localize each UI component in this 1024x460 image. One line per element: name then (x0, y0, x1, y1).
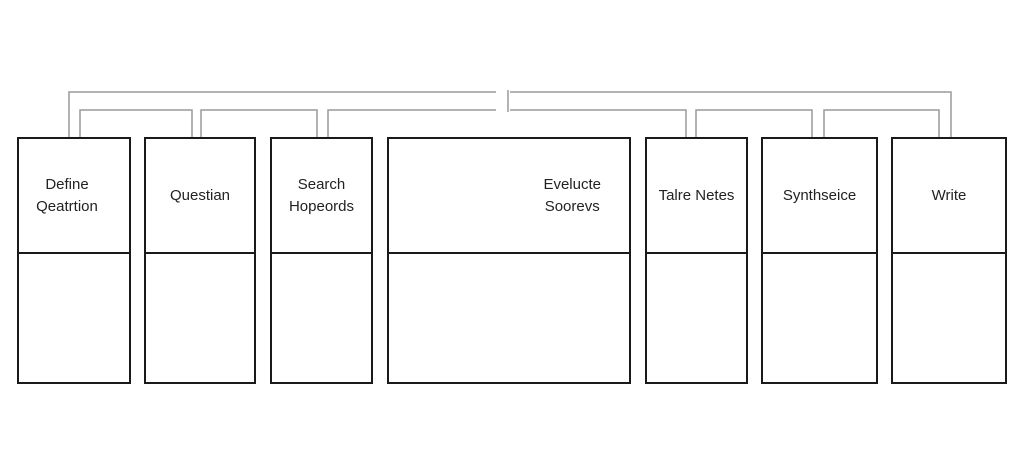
step-label: Write (931, 186, 967, 204)
step-box-evaluate-sources: Evelucte Soorevs (387, 137, 631, 384)
step-box-search-keywords: Search Hopeords (270, 137, 373, 384)
step-box-question: Questian (144, 137, 256, 384)
connector-inner-2 (200, 109, 318, 137)
step-label: Define Qeatrtion (36, 175, 98, 215)
step-label: Evelucte Soorevs (543, 175, 601, 215)
connector-inner-left (79, 109, 193, 137)
step-header: Questian (146, 139, 254, 254)
connector-outer (68, 91, 496, 137)
connector-inner-6 (823, 109, 940, 137)
connector-outer-right (510, 91, 952, 137)
step-box-take-notes: Talre Netes (645, 137, 748, 384)
step-label: Talre Netes (658, 186, 735, 204)
step-header: Synthseice (763, 139, 876, 254)
step-header: Evelucte Soorevs (389, 139, 629, 254)
step-label: Search Hopeords (288, 175, 355, 215)
step-header: Define Qeatrtion (19, 139, 129, 254)
connector-inner-3 (327, 109, 496, 137)
step-box-define-question: Define Qeatrtion (17, 137, 131, 384)
step-label: Questian (169, 186, 231, 204)
connector-inner-4 (510, 109, 687, 137)
step-header: Write (893, 139, 1005, 254)
step-header: Talre Netes (647, 139, 746, 254)
step-label: Synthseice (782, 186, 857, 204)
step-header: Search Hopeords (272, 139, 371, 254)
step-box-write: Write (891, 137, 1007, 384)
connector-inner-5 (695, 109, 813, 137)
step-box-synthesize: Synthseice (761, 137, 878, 384)
